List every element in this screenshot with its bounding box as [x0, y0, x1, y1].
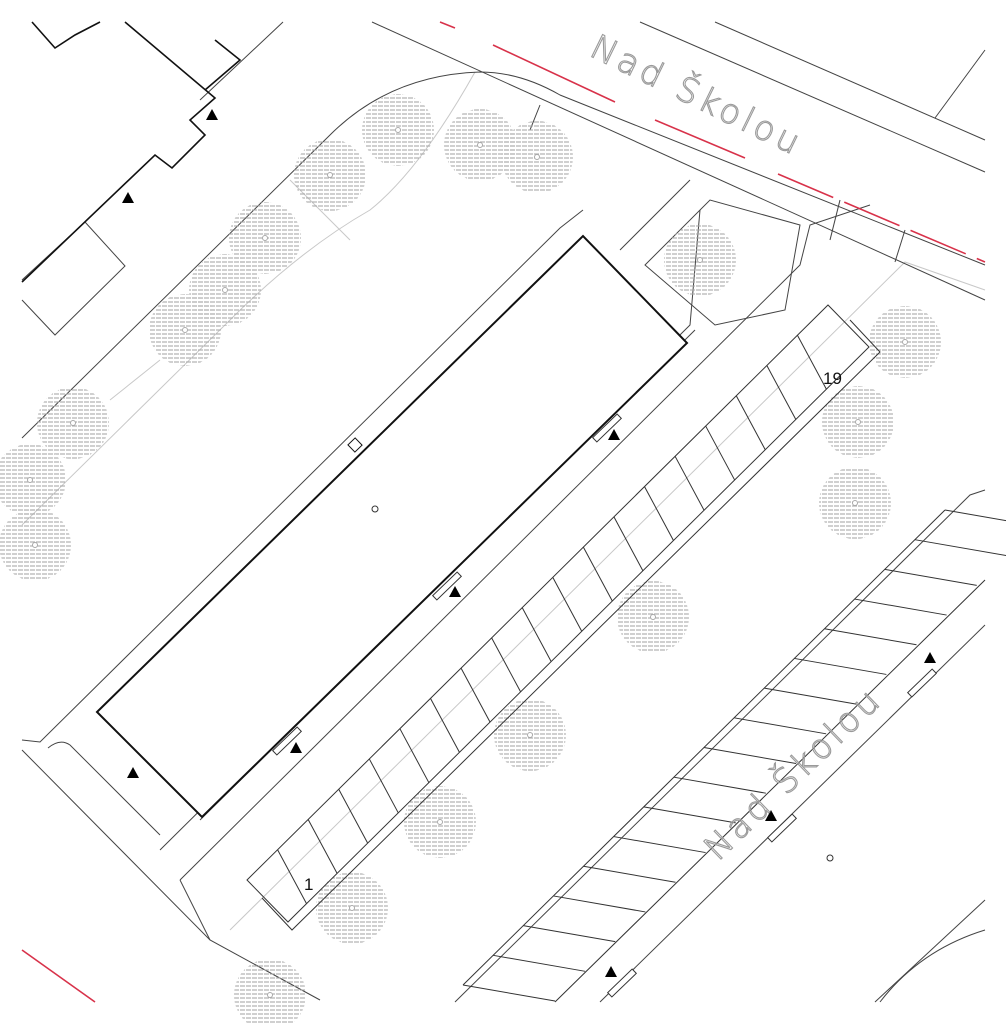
point-marker-icon — [826, 854, 834, 862]
boundary-red-lines — [21, 21, 986, 1003]
entrance-arrow-icon — [127, 767, 139, 778]
parking-stall-divider — [613, 836, 706, 854]
parking-row-edge — [554, 579, 986, 1003]
entrance-arrow-icon — [449, 586, 461, 597]
parking-stall-divider — [460, 667, 491, 723]
tree-icon — [404, 786, 476, 858]
parking-stall-divider — [430, 698, 460, 753]
street-label-bottom: Nad Školou — [696, 678, 891, 868]
parking-stall-divider — [944, 509, 1006, 522]
tree-icon — [234, 959, 306, 1024]
neighbor-building — [21, 21, 242, 283]
parking-stall-divider — [493, 954, 586, 972]
parking-stall-divider — [914, 539, 1006, 557]
tree-icon — [0, 444, 66, 516]
parking-stall-last-label: 19 — [823, 369, 842, 388]
entrance-arrows — [122, 109, 936, 977]
parking-stall-divider — [824, 628, 917, 646]
parking-stall-first-label: 1 — [304, 875, 313, 894]
parking-stall-divider — [583, 865, 676, 883]
tree-icon — [149, 294, 221, 366]
parking-stall-divider — [582, 546, 613, 602]
parking-stall-divider — [368, 758, 399, 814]
parking-stall-divider — [703, 747, 797, 764]
tree-icon — [0, 509, 71, 581]
parking-stall-divider — [794, 657, 887, 675]
parking-stall-divider — [277, 849, 308, 904]
entrance-arrow-icon — [605, 966, 617, 977]
parking-stall-divider — [552, 577, 583, 632]
tree-icon — [294, 139, 366, 211]
entrance-arrow-icon — [608, 429, 620, 440]
parking-stall-divider — [338, 788, 369, 844]
parking-stall-divider — [705, 425, 736, 481]
tree-icon — [229, 202, 301, 274]
parking-stall-divider — [764, 687, 857, 705]
tree-icon — [494, 699, 566, 771]
parking-stall-divider — [491, 637, 522, 693]
entrance-arrow-icon — [206, 109, 218, 120]
tree-icon — [617, 581, 689, 653]
tree-icon — [664, 224, 736, 296]
entrance-arrow-icon — [122, 192, 134, 203]
parking-stall-divider — [884, 568, 977, 586]
main-building[interactable] — [95, 234, 689, 819]
entrance-arrow-icon — [924, 652, 936, 663]
road-lines — [21, 21, 986, 1003]
parking-stall-divider — [735, 395, 766, 451]
point-marker-icon — [371, 505, 379, 513]
parking-stall-divider — [643, 806, 736, 824]
parking-stall-divider — [521, 607, 552, 662]
parking-perpendicular[interactable] — [462, 509, 1006, 1003]
parking-stall-divider — [674, 456, 705, 511]
building-door — [347, 437, 363, 453]
parking-diagonal[interactable] — [246, 304, 881, 931]
parking-stall-divider — [854, 598, 947, 616]
entrance-steps — [271, 413, 938, 998]
tree-icon — [822, 386, 894, 458]
tree-icon — [362, 94, 434, 166]
entrance-arrow-icon — [765, 810, 777, 821]
parking-stall-divider — [613, 516, 644, 572]
parking-stall-divider — [644, 486, 674, 541]
tree-icon — [501, 121, 573, 193]
trees — [0, 94, 941, 1024]
tree-icon — [819, 467, 891, 539]
tree-icon — [869, 306, 941, 378]
parking-stall-divider — [766, 365, 797, 420]
tree-icon — [37, 387, 109, 459]
entrance-arrow-icon — [290, 742, 302, 753]
parking-strip-outline — [246, 304, 870, 923]
parking-stall-divider — [734, 717, 827, 735]
tree-icon — [316, 872, 388, 944]
parking-stall-divider — [523, 925, 616, 943]
tree-icon — [444, 109, 516, 181]
parking-kerb — [261, 319, 881, 931]
parking-stall-divider — [307, 819, 338, 874]
parking-stall-divider — [399, 728, 430, 783]
parking-stall-divider — [553, 895, 646, 913]
parking-stall-divider — [673, 776, 766, 794]
parking-stall-divider — [796, 335, 827, 390]
parking-stall-divider — [462, 984, 556, 1002]
